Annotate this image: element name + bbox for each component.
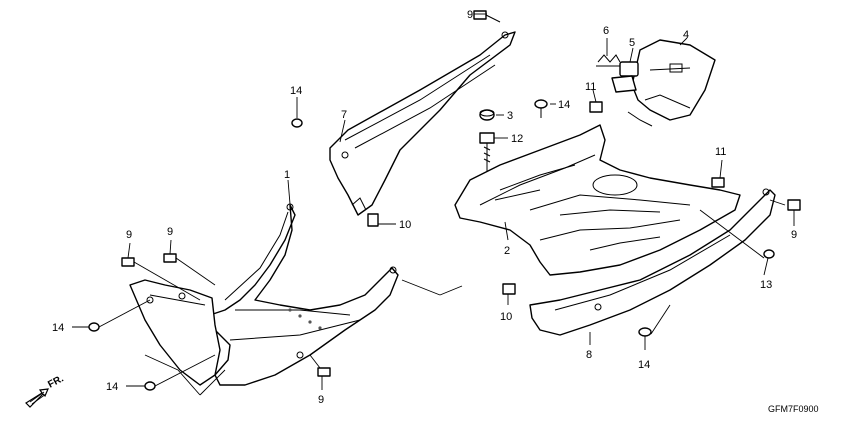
diagram-code: GFM7F0900: [768, 404, 819, 414]
part-9-bolt-left-b: [163, 253, 177, 263]
part-14-screw-b: [534, 99, 548, 118]
part-9-bolt-right: [787, 199, 801, 211]
callout-1: 1: [284, 169, 290, 181]
part-8-rear-cover: [529, 188, 776, 336]
callout-14: 14: [106, 381, 118, 393]
part-14-screw-d: [144, 381, 156, 391]
callout-labels: 9 6 5 4 11 14 7 3 14 12 11 1 10 2 9 9 9 …: [52, 9, 797, 406]
callout-7: 7: [341, 109, 347, 121]
callout-2: 2: [504, 245, 510, 257]
part-10-nut-left: [367, 213, 379, 227]
part-2-floor-panel: [454, 124, 741, 276]
callout-9: 9: [467, 9, 473, 21]
part-9-bolt-left-a: [121, 257, 135, 267]
part-1-under-cover: [209, 203, 399, 386]
callout-13: 13: [760, 279, 772, 291]
part-6-spring: [596, 54, 621, 67]
callout-5: 5: [629, 37, 635, 49]
front-direction-arrow: FR.: [25, 373, 66, 408]
part-14-screw-a: [291, 118, 303, 128]
callout-4: 4: [683, 29, 689, 41]
part-14-screw-e: [638, 327, 652, 337]
part-4-bracket: [627, 39, 716, 127]
callout-10: 10: [399, 219, 411, 231]
part-5-clip: [611, 61, 639, 93]
front-direction-label: FR.: [46, 373, 66, 390]
callout-9: 9: [318, 394, 324, 406]
callout-3: 3: [507, 110, 513, 122]
callout-6: 6: [603, 25, 609, 37]
part-left-side-panel: [129, 279, 221, 386]
part-11-nut-right: [711, 177, 725, 188]
callout-9: 9: [167, 226, 173, 238]
callout-9: 9: [126, 229, 132, 241]
part-7-side-cover: [329, 31, 516, 216]
callout-10: 10: [500, 311, 512, 323]
part-10-nut-lower: [502, 283, 516, 295]
part-3-cap: [479, 109, 495, 121]
callout-9: 9: [791, 229, 797, 241]
callout-12: 12: [511, 133, 523, 145]
part-9-bolt-top: [473, 10, 501, 23]
callout-11: 11: [585, 81, 596, 93]
callout-14: 14: [638, 359, 650, 371]
callout-14: 14: [290, 85, 302, 97]
part-11-nut-upper: [589, 101, 603, 113]
leader-lines: [72, 13, 795, 396]
callout-14: 14: [558, 99, 570, 111]
part-9-bolt-bottom: [317, 367, 331, 377]
part-14-screw-c: [88, 322, 100, 332]
part-12-bolt: [479, 132, 495, 172]
callout-8: 8: [586, 349, 592, 361]
callout-14: 14: [52, 322, 64, 334]
callout-11: 11: [715, 146, 726, 158]
part-13-screw: [763, 249, 775, 259]
